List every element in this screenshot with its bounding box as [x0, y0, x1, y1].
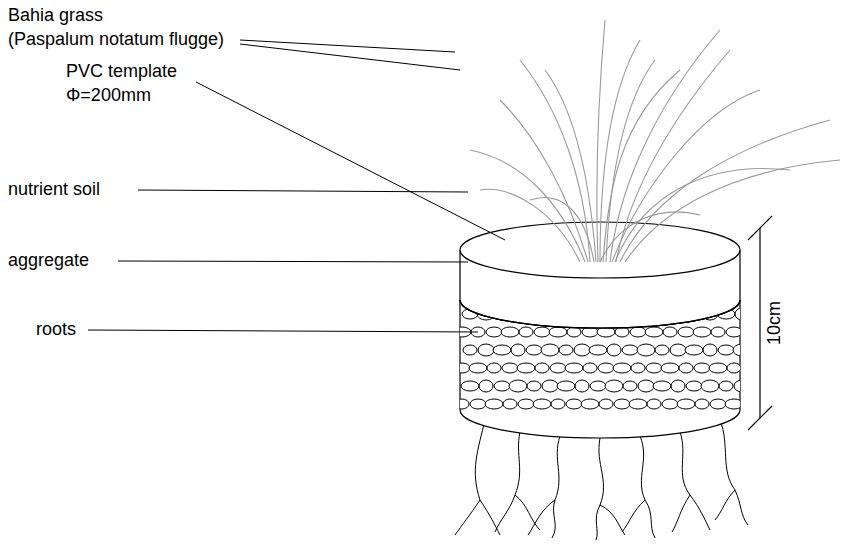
- layer-name: nutrient soil: [8, 180, 100, 200]
- plant-name: Bahia grass: [8, 6, 103, 26]
- part-name: PVC template: [66, 62, 177, 82]
- leader-lines: [88, 40, 505, 332]
- dimension: Φ=200mm: [66, 86, 151, 106]
- grass-drawing: [470, 20, 840, 262]
- dimension: 10cm: [765, 298, 785, 348]
- layer-name: aggregate: [8, 251, 89, 271]
- part-name: roots: [36, 320, 76, 340]
- species-name: (Paspalum notatum flugge): [8, 30, 224, 50]
